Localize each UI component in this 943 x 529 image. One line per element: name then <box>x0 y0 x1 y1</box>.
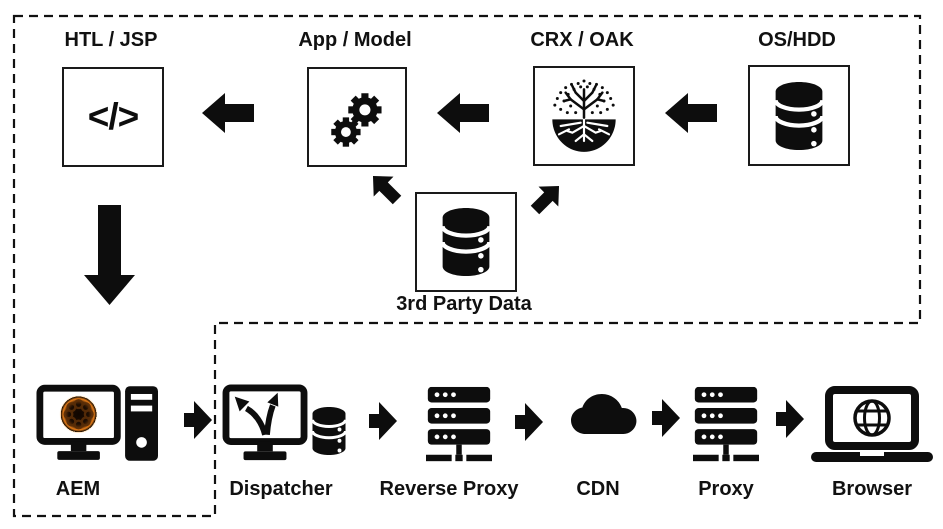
oak-tree-icon <box>552 79 616 152</box>
cdn-label: CDN <box>576 478 620 500</box>
proxy-label: Proxy <box>698 478 754 500</box>
arrow-thirdparty-to-appmodel <box>372 175 402 205</box>
database-icon <box>440 208 492 276</box>
workstation-icon <box>36 384 158 461</box>
arrow-reverseproxy-to-cdn <box>515 403 543 441</box>
proxy-server-icon <box>693 386 759 463</box>
app-model-node <box>307 67 407 167</box>
arrow-crxoak-to-appmodel <box>437 93 489 133</box>
arrow-aem-to-dispatcher <box>184 401 212 439</box>
arrow-dispatcher-to-reverseproxy <box>369 402 397 440</box>
dispatcher-monitor-icon <box>222 384 308 461</box>
arrow-oshdd-to-crxoak <box>665 93 717 133</box>
split-arrows-icon <box>234 392 279 436</box>
database-icon <box>773 82 825 150</box>
reverse-proxy-server-icon <box>426 386 492 463</box>
laptop-globe-icon <box>811 386 933 462</box>
app-model-label: App / Model <box>298 29 412 51</box>
os-hdd-label: OS/HDD <box>758 29 836 51</box>
os-hdd-node <box>748 65 850 166</box>
crx-oak-node <box>533 66 635 166</box>
crx-oak-label: CRX / OAK <box>530 29 634 51</box>
htl-jsp-node: </> <box>62 67 164 167</box>
third-party-data-label: 3rd Party Data <box>396 293 532 315</box>
arrow-thirdparty-to-crxoak <box>530 185 560 215</box>
reverse-proxy-label: Reverse Proxy <box>379 478 519 500</box>
arrow-cdn-to-proxy <box>652 399 680 437</box>
arrow-proxy-to-browser <box>776 400 804 438</box>
dispatcher-cache-database-icon <box>311 406 347 456</box>
third-party-data-node <box>415 192 517 292</box>
arrow-appmodel-to-htljsp <box>202 93 254 133</box>
browser-label: Browser <box>831 478 913 500</box>
htl-jsp-label: HTL / JSP <box>64 29 158 51</box>
aem-label: AEM <box>55 478 101 500</box>
dispatcher-label: Dispatcher <box>229 478 333 500</box>
arrow-htljsp-to-aem <box>84 205 135 305</box>
cloud-icon <box>571 394 637 434</box>
code-icon: </> <box>87 96 139 137</box>
gears-icon <box>331 93 382 147</box>
globe-icon <box>853 399 891 437</box>
